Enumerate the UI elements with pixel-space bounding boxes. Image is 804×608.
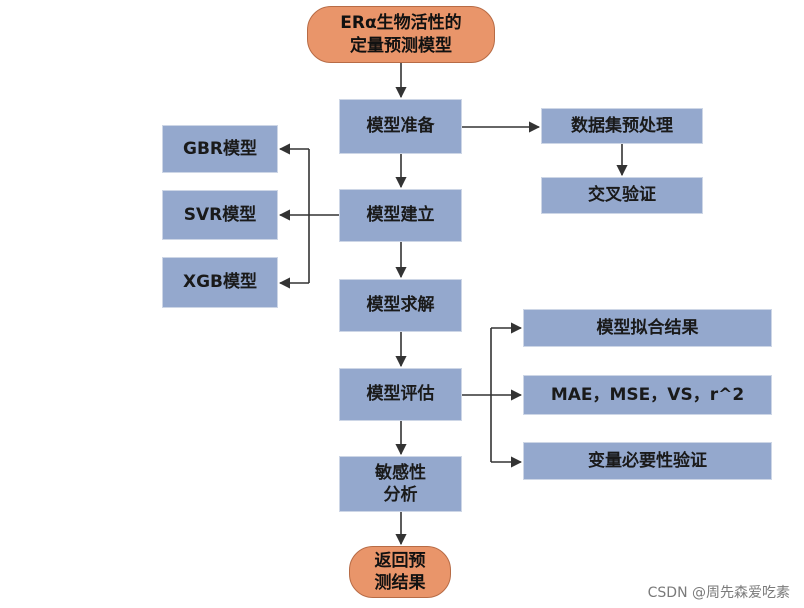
node-model-evaluate: 模型评估	[339, 368, 462, 421]
node-model-fit-result-label: 模型拟合结果	[596, 317, 699, 338]
node-model-prep-label: 模型准备	[366, 116, 435, 137]
node-svr-model: SVR模型	[162, 190, 278, 240]
node-model-build-label: 模型建立	[366, 205, 435, 226]
node-metrics: MAE，MSE，VS，r^2	[523, 375, 772, 415]
node-xgb-model: XGB模型	[162, 257, 278, 308]
node-dataset-preprocess-label: 数据集预处理	[571, 115, 673, 136]
node-start: ERα生物活性的 定量预测模型	[307, 6, 495, 63]
watermark-text: CSDN @周先森爱吃素	[647, 585, 790, 601]
node-svr-model-label: SVR模型	[183, 204, 257, 225]
node-model-solve-label: 模型求解	[366, 295, 435, 316]
node-model-solve: 模型求解	[339, 279, 462, 332]
node-model-evaluate-label: 模型评估	[366, 384, 435, 405]
node-cross-validation-label: 交叉验证	[588, 185, 656, 206]
node-start-label: ERα生物活性的 定量预测模型	[340, 13, 462, 56]
node-metrics-label: MAE，MSE，VS，r^2	[550, 384, 745, 405]
node-gbr-model-label: GBR模型	[182, 138, 257, 159]
node-model-prep: 模型准备	[339, 99, 462, 154]
node-model-build: 模型建立	[339, 189, 462, 242]
node-model-fit-result: 模型拟合结果	[523, 309, 772, 347]
node-cross-validation: 交叉验证	[541, 177, 703, 214]
node-xgb-model-label: XGB模型	[182, 272, 258, 293]
node-end: 返回预 测结果	[349, 546, 451, 598]
node-dataset-preprocess: 数据集预处理	[541, 108, 703, 144]
node-variable-necessity-check: 变量必要性验证	[523, 442, 772, 480]
node-gbr-model: GBR模型	[162, 125, 278, 173]
node-variable-necessity-check-label: 变量必要性验证	[588, 450, 707, 471]
node-end-label: 返回预 测结果	[374, 550, 426, 593]
node-sensitivity-analysis: 敏感性 分析	[339, 456, 462, 512]
node-sensitivity-analysis-label: 敏感性 分析	[375, 462, 426, 505]
